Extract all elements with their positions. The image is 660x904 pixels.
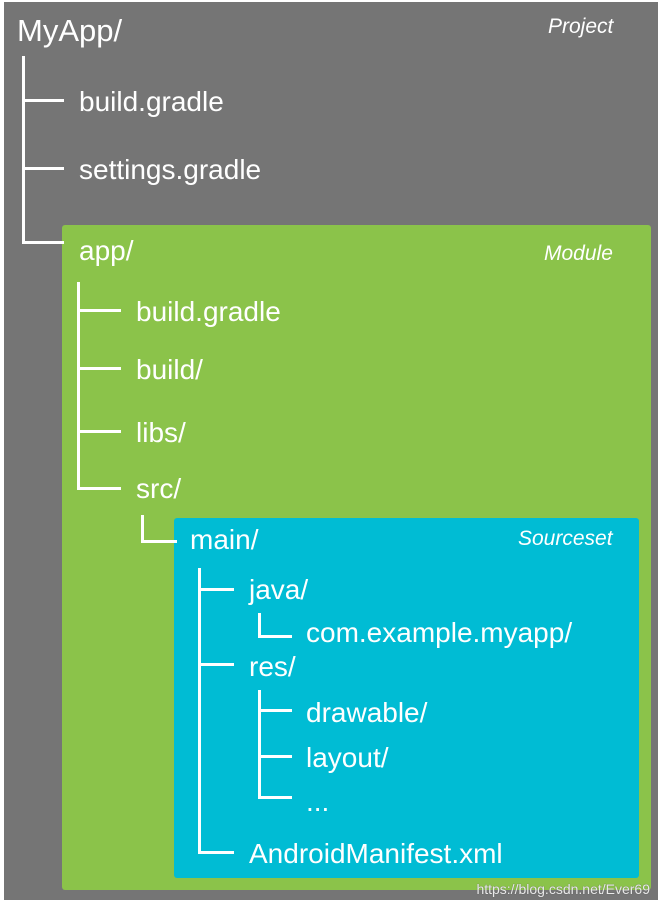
module-item-build: build/ bbox=[136, 354, 203, 385]
module-item-libs: libs/ bbox=[136, 417, 186, 448]
connector-module-build bbox=[77, 367, 121, 370]
project-root-label: MyApp/ bbox=[17, 13, 123, 48]
connector-main-manifest bbox=[198, 851, 234, 854]
connector-main-java bbox=[198, 588, 234, 591]
sourceset-java-label: java/ bbox=[249, 574, 309, 605]
connector-java-package bbox=[258, 635, 292, 638]
project-file-build-gradle: build.gradle bbox=[79, 86, 224, 117]
connector-res-trunk bbox=[258, 690, 261, 799]
connector-main-res bbox=[198, 663, 234, 666]
connector-java-trunk bbox=[258, 613, 261, 638]
connector-res-layout bbox=[258, 755, 292, 758]
watermark: https://blog.csdn.net/Ever69 bbox=[476, 881, 650, 897]
connector-src-trunk bbox=[141, 515, 144, 543]
module-item-build-gradle: build.gradle bbox=[136, 296, 281, 327]
connector-project-build-gradle bbox=[22, 99, 64, 102]
module-root-label: app/ bbox=[79, 235, 134, 266]
connector-module-build-gradle bbox=[77, 309, 121, 312]
project-file-settings-gradle: settings.gradle bbox=[79, 154, 262, 185]
sourceset-container bbox=[174, 518, 639, 878]
sourceset-tag: Sourceset bbox=[518, 527, 613, 550]
connector-main-trunk bbox=[198, 568, 201, 854]
project-tag: Project bbox=[548, 15, 614, 38]
connector-project-app bbox=[22, 241, 64, 244]
sourceset-res-drawable: drawable/ bbox=[306, 697, 428, 728]
connector-module-trunk bbox=[77, 282, 80, 490]
connector-res-drawable bbox=[258, 709, 292, 712]
sourceset-res-layout: layout/ bbox=[306, 742, 389, 773]
sourceset-res-label: res/ bbox=[249, 651, 296, 682]
sourceset-root-label: main/ bbox=[190, 524, 259, 555]
connector-project-trunk bbox=[22, 56, 25, 244]
connector-src-main bbox=[141, 540, 177, 543]
sourceset-res-more: ... bbox=[306, 786, 330, 817]
sourceset-package-label: com.example.myapp/ bbox=[306, 617, 573, 648]
module-tag: Module bbox=[544, 242, 613, 265]
sourceset-manifest-label: AndroidManifest.xml bbox=[249, 838, 503, 869]
module-item-src: src/ bbox=[136, 473, 182, 504]
connector-module-libs bbox=[77, 430, 121, 433]
connector-module-src bbox=[77, 487, 121, 490]
connector-project-settings-gradle bbox=[22, 167, 64, 170]
connector-res-more bbox=[258, 796, 292, 799]
